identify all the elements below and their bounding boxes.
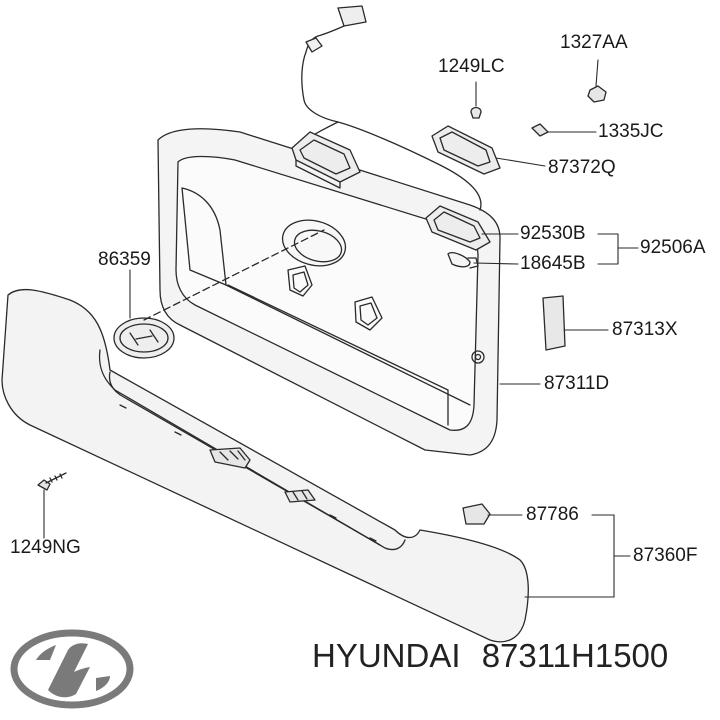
part-number: 87311H1500: [481, 637, 669, 674]
part-label-1327AA: 1327AA: [560, 32, 628, 53]
part-label-87360F: 87360F: [633, 545, 698, 566]
hyundai-emblem-part: [113, 229, 325, 359]
part-label-1335JC: 1335JC: [598, 121, 664, 142]
hyundai-logo: [10, 629, 134, 709]
tailgate-garnish-panel: [157, 128, 501, 456]
leader-lines: [43, 59, 639, 598]
part-label-86359: 86359: [98, 249, 151, 270]
part-label-92506A: 92506A: [640, 237, 706, 258]
part-label-87372Q: 87372Q: [548, 157, 616, 178]
part-label-87786: 87786: [526, 504, 579, 525]
lower-trim-moulding: [1, 288, 529, 643]
part-label-1249LC: 1249LC: [438, 56, 505, 77]
part-label-1249NG: 1249NG: [10, 537, 81, 558]
footer-caption: HYUNDAI 87311H1500: [312, 636, 668, 676]
license-lamp-assembly: [37, 5, 607, 525]
brand-name: HYUNDAI: [312, 637, 461, 674]
part-label-87311D: 87311D: [544, 373, 610, 394]
part-label-87313X: 87313X: [612, 319, 678, 340]
part-label-18645B: 18645B: [520, 253, 586, 274]
part-label-92530B: 92530B: [520, 223, 586, 244]
